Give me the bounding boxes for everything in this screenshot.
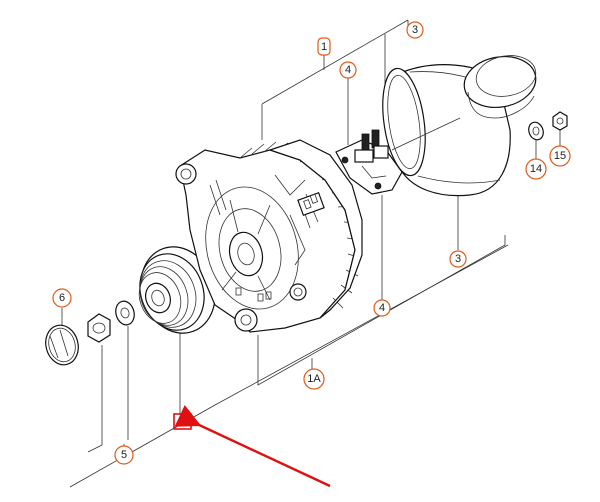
svg-text:1: 1 xyxy=(321,41,327,53)
svg-text:6: 6 xyxy=(59,292,65,304)
alternator-body xyxy=(175,139,363,333)
dust-cap xyxy=(45,324,79,366)
red-pointer-arrow xyxy=(174,405,331,488)
callout-3-top: 3 xyxy=(406,21,424,39)
svg-text:2: 2 xyxy=(179,416,185,428)
callout-4-bottom: 4 xyxy=(373,299,391,317)
svg-text:4: 4 xyxy=(379,302,385,314)
rear-cover xyxy=(382,55,537,197)
callout-3-bottom: 3 xyxy=(449,250,467,268)
voltage-regulator xyxy=(335,129,403,195)
svg-text:1A: 1A xyxy=(307,373,321,385)
pulley-washer xyxy=(115,300,135,326)
rear-nut-and-washer xyxy=(528,111,568,141)
svg-text:14: 14 xyxy=(530,163,542,175)
callout-15: 15 xyxy=(549,145,571,167)
pulley-nut xyxy=(87,313,111,343)
svg-text:3: 3 xyxy=(412,24,418,36)
svg-text:3: 3 xyxy=(455,253,461,265)
callout-1: 1 xyxy=(317,37,331,56)
callout-4-top: 4 xyxy=(339,61,357,79)
callout-6: 6 xyxy=(52,288,72,308)
pulley xyxy=(138,246,216,334)
svg-text:15: 15 xyxy=(554,150,566,162)
callout-5: 5 xyxy=(114,445,134,465)
callout-14: 14 xyxy=(525,158,547,180)
svg-text:5: 5 xyxy=(121,449,127,461)
callout-1a: 1A xyxy=(303,368,325,390)
svg-text:4: 4 xyxy=(345,64,351,76)
